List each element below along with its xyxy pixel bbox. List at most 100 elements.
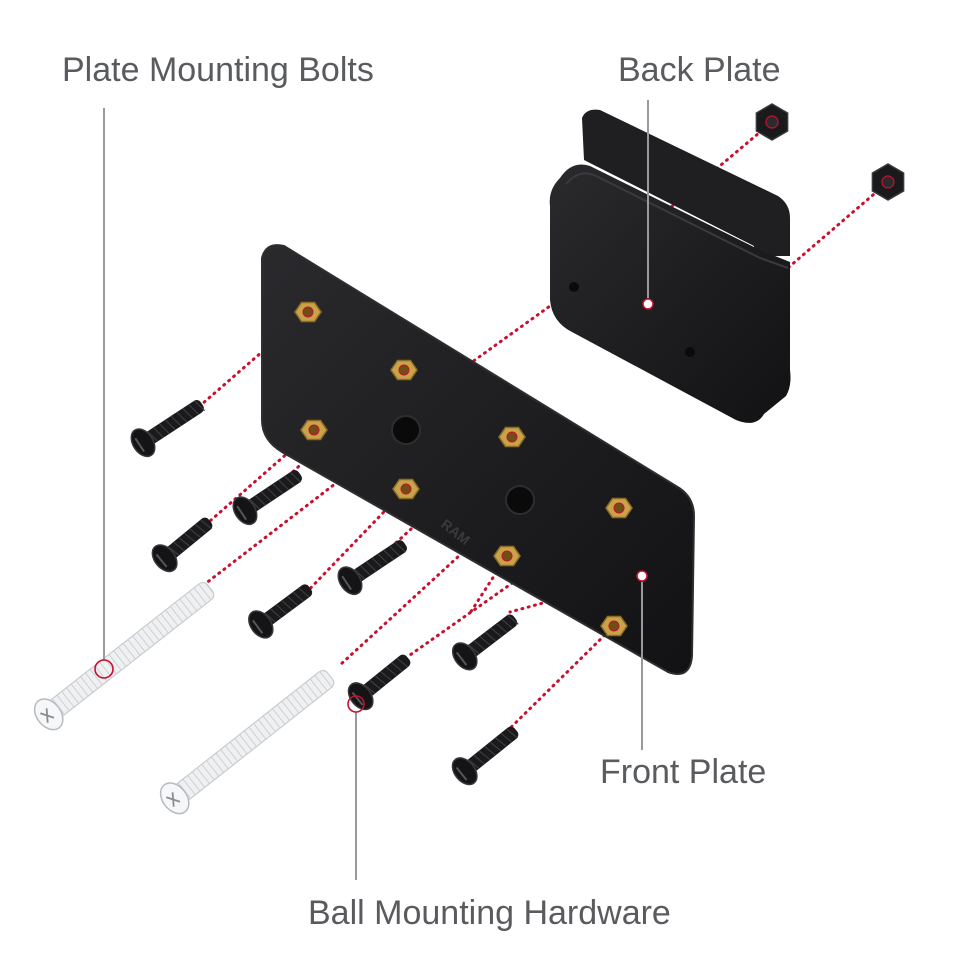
machine-screw-body xyxy=(151,517,213,573)
screw-thread xyxy=(170,415,182,427)
back-plate-hole xyxy=(685,347,695,357)
screw-thread xyxy=(189,528,202,539)
screw-slot xyxy=(455,651,468,666)
screw-slot xyxy=(236,505,247,521)
screw-head xyxy=(232,496,258,526)
back-plate-hole xyxy=(569,282,579,292)
back-plate-top-rail xyxy=(582,109,790,257)
brass-insert-icon xyxy=(600,615,628,637)
clear-bolt-drive xyxy=(166,792,181,807)
screw-thread xyxy=(289,471,301,483)
hex-nut-bore xyxy=(765,115,779,129)
screw-thread xyxy=(292,591,304,602)
screw-thread xyxy=(383,549,395,561)
screw-thread xyxy=(264,612,276,623)
brass-insert-bore xyxy=(400,483,412,495)
screw-thread xyxy=(281,599,293,611)
screw-thread xyxy=(501,618,514,629)
brass-insert-icon xyxy=(605,497,633,519)
machine-screw-icon xyxy=(337,540,407,596)
dotted-guide-line xyxy=(203,428,407,586)
brass-insert-icon xyxy=(493,545,521,567)
machine-screw-body xyxy=(451,726,519,786)
leader-lines xyxy=(94,100,649,880)
screw-thread xyxy=(167,545,180,556)
screw-thread xyxy=(380,670,392,681)
screw-thread xyxy=(507,614,519,625)
label-front-plate: Front Plate xyxy=(600,753,767,791)
screw-thread xyxy=(275,604,288,615)
screw-slot xyxy=(341,575,352,591)
hex-nut-bore xyxy=(881,175,895,189)
label-ball-mounting-hardware: Ball Mounting Hardware xyxy=(308,894,671,932)
screw-thread xyxy=(200,519,212,530)
screw-thread xyxy=(354,568,366,580)
screw-thread xyxy=(484,631,497,642)
screw-thread xyxy=(188,404,200,415)
brass-insert-bore xyxy=(398,364,410,376)
callout-ring-ball-hardware xyxy=(347,695,365,713)
screw-thread xyxy=(371,557,383,569)
clear-bolt-icon xyxy=(33,581,215,731)
dotted-guide-line xyxy=(468,554,509,615)
screw-thread xyxy=(390,662,403,672)
screw-thread xyxy=(484,745,496,756)
dotted-guide-line xyxy=(492,624,616,746)
screw-thread xyxy=(164,419,176,431)
brass-insert-bore xyxy=(501,550,513,562)
brass-insert-bore xyxy=(506,431,518,443)
machine-screw-body xyxy=(347,654,411,711)
screw-thread xyxy=(505,728,518,739)
brass-insert-bore xyxy=(613,502,625,514)
screw-thread xyxy=(467,759,480,770)
clear-bolt-body xyxy=(159,669,335,815)
back-plate xyxy=(549,109,791,423)
back-plate-body xyxy=(549,164,791,423)
machine-screw-body xyxy=(232,470,302,526)
front-plate-ball-hole xyxy=(391,415,421,445)
screw-thread xyxy=(260,491,272,502)
screw-slot xyxy=(134,437,145,453)
hex-nut-icon xyxy=(755,103,789,141)
clear-bolt-head xyxy=(33,698,64,731)
screw-thread xyxy=(278,479,290,491)
brass-insert-bore xyxy=(608,620,620,632)
screw-slot xyxy=(155,553,168,568)
screw-thread xyxy=(394,541,406,553)
screw-thread xyxy=(490,627,502,638)
brass-insert-icon xyxy=(392,478,420,500)
screw-thread xyxy=(158,423,170,435)
machine-screw-icon xyxy=(451,614,519,671)
screw-head xyxy=(337,566,363,596)
machine-screw-icon xyxy=(248,584,313,639)
clear-bolt-drive xyxy=(40,708,55,723)
screw-thread xyxy=(283,475,296,487)
clear-bolt-head xyxy=(159,782,190,815)
brass-insert-icon xyxy=(300,419,328,441)
machine-screw-body xyxy=(337,540,407,596)
screw-shank xyxy=(246,470,302,513)
front-plate-ball-hole xyxy=(505,485,535,515)
dotted-guide-line xyxy=(200,310,310,406)
screw-thread xyxy=(363,684,376,694)
screw-thread xyxy=(254,494,266,506)
machine-screw-icon xyxy=(451,726,519,786)
screw-head xyxy=(130,428,156,458)
machine-screw-icon xyxy=(130,400,205,458)
brass-insert-bore xyxy=(308,424,320,436)
screw-shank xyxy=(351,540,407,583)
screw-thread xyxy=(266,487,278,499)
brass-insert-icon xyxy=(294,301,322,323)
screw-thread xyxy=(489,741,502,752)
screw-head xyxy=(151,544,178,573)
clear-bolt-icon xyxy=(159,669,335,815)
screw-thread xyxy=(194,523,207,534)
screw-thread xyxy=(152,427,164,439)
screw-thread xyxy=(298,587,310,598)
screw-thread xyxy=(468,644,480,655)
back-plate-callout-dot xyxy=(642,298,654,310)
screw-thread xyxy=(176,411,188,423)
screw-thread xyxy=(182,407,194,419)
